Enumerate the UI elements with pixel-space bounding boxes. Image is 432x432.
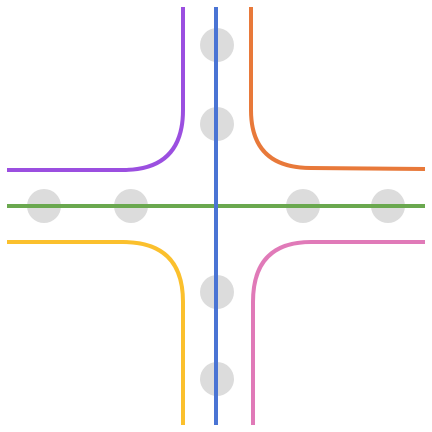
purple-curve-path: [7, 7, 185, 172]
pink-curve-path: [251, 240, 425, 425]
yellow-curve-path: [7, 240, 185, 425]
orange-curve-path: [249, 7, 426, 171]
